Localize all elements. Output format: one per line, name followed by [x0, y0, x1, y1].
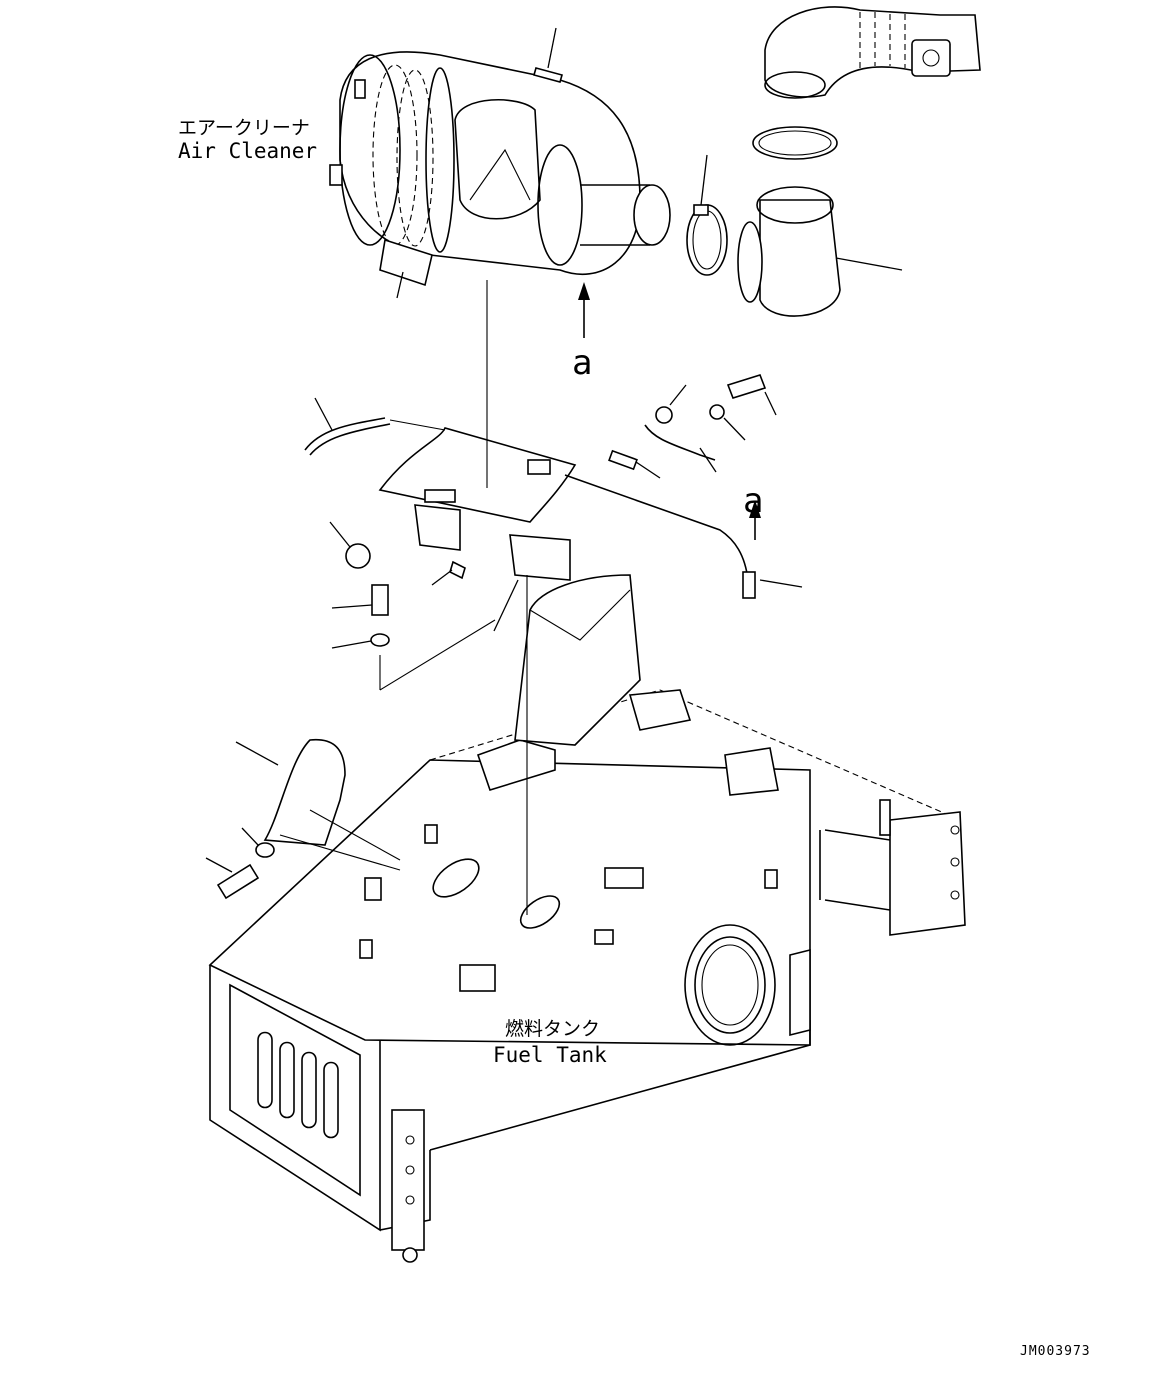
- air-cleaner-bracket: [378, 280, 577, 581]
- air-duct-box: [514, 574, 641, 915]
- intake-adapter: [737, 186, 903, 317]
- air-cleaner-label-en: Air Cleaner: [178, 139, 317, 163]
- hose-clamp-upper: [752, 126, 838, 160]
- bolt-washer-lower-left: [205, 827, 401, 900]
- svg-text:a: a: [572, 343, 592, 383]
- grommet-and-bolts: [329, 521, 519, 691]
- intake-elbow-hose: [764, 6, 981, 99]
- fuel-tank-label-jp: 燃料タンク: [505, 1018, 600, 1040]
- fuel-tank-label-en: Fuel Tank: [493, 1043, 607, 1067]
- heat-shield-cover: [235, 738, 401, 861]
- view-arrow-a-top: a: [572, 282, 592, 383]
- wire-harness: a: [564, 474, 803, 599]
- bolt-washer-upper-right: [709, 374, 777, 441]
- sensor-clip: [608, 384, 717, 479]
- fuel-tank: [208, 689, 966, 1263]
- air-cleaner-label-jp: エアークリーナ: [178, 117, 310, 139]
- air-cleaner-assembly: [329, 27, 671, 299]
- drawing-reference-number: JM003973: [1020, 1344, 1091, 1359]
- view-arrow-a-right: a: [743, 481, 763, 521]
- hose-clamp-middle: [686, 154, 728, 276]
- breather-hose: [304, 397, 446, 456]
